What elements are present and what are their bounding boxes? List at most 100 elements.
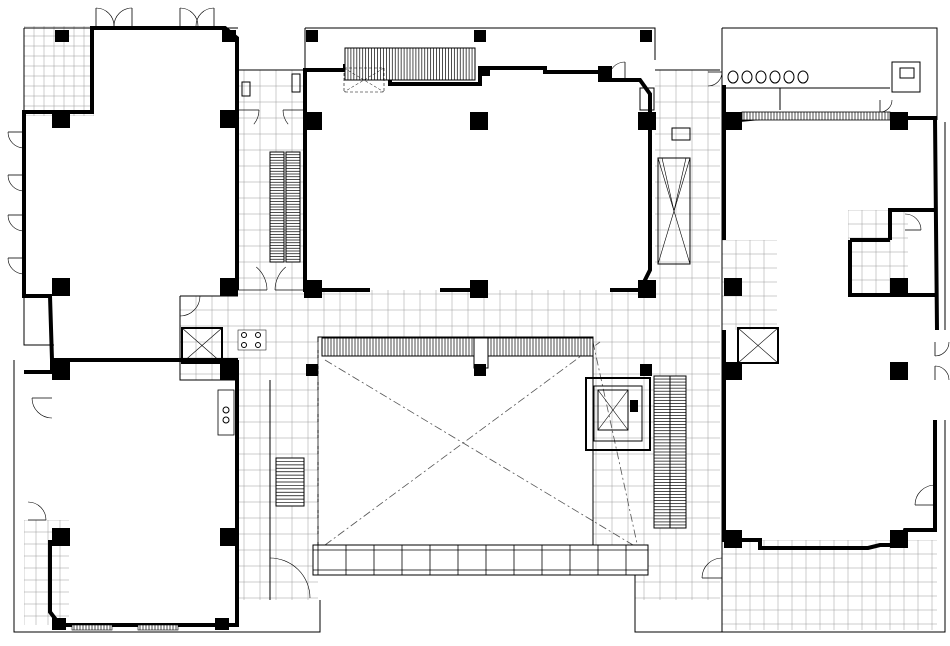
rail-band [321, 337, 475, 357]
door-swing [179, 295, 201, 317]
door-swing [113, 7, 133, 27]
door-swing [914, 484, 936, 506]
door-arc [7, 174, 25, 192]
dashed-hatch-box [343, 67, 385, 93]
structural-column [220, 278, 238, 296]
door-swing [274, 266, 305, 291]
rail-gap [473, 337, 489, 369]
door-arc [914, 484, 936, 506]
door-arc [31, 397, 53, 419]
door-arc [195, 7, 215, 27]
structural-column [306, 30, 318, 42]
structural-column [52, 110, 70, 128]
service-shaft-right [737, 327, 779, 364]
door-arc [179, 295, 201, 317]
door-swing [31, 397, 53, 419]
structural-column [52, 528, 70, 546]
door-arc [608, 61, 626, 79]
structural-column [598, 66, 612, 78]
structural-column [55, 30, 69, 42]
structural-column [215, 618, 229, 630]
right-top-band [722, 87, 891, 121]
door-swing [269, 557, 311, 599]
door-swing [237, 109, 260, 125]
stair-flights [269, 47, 687, 529]
door-swing [608, 61, 626, 79]
structural-column [480, 66, 490, 76]
door-arc [274, 266, 286, 291]
structural-column [220, 528, 238, 546]
door-arc [282, 109, 289, 125]
atrium-rail-top [321, 337, 594, 369]
stair-flight [653, 375, 671, 529]
structural-column [52, 278, 70, 296]
stair-flight [269, 151, 285, 263]
service-shaft-left [181, 327, 223, 364]
door-swing [27, 501, 47, 521]
door-arc [256, 266, 268, 291]
door-swing [95, 7, 115, 27]
structural-column [724, 278, 742, 296]
door-swings [7, 7, 950, 599]
door-arc [934, 365, 950, 381]
structural-column [724, 112, 742, 130]
door-swing [7, 174, 25, 192]
stair-flight [344, 47, 476, 81]
door-arc [879, 99, 893, 113]
toilet-fixtures [241, 61, 921, 141]
sink-fixtures [217, 329, 267, 436]
door-arc [707, 71, 723, 87]
structural-column [474, 30, 486, 42]
rail-outline [487, 337, 594, 357]
structural-column [52, 618, 66, 630]
structural-column [220, 362, 238, 380]
door-swing [934, 365, 950, 381]
structural-column [222, 30, 236, 42]
door-swing [7, 257, 25, 275]
door-swing [195, 7, 215, 27]
stair-flight [669, 375, 687, 529]
structural-columns [52, 30, 908, 630]
door-swing [934, 341, 950, 357]
structural-column [890, 362, 908, 380]
stair-flight [285, 151, 301, 263]
structural-column [474, 364, 486, 376]
door-arc [7, 214, 25, 232]
door-arc [95, 7, 115, 27]
structural-column [890, 278, 908, 296]
door-arc [27, 501, 47, 521]
door-swing [879, 99, 893, 113]
structural-column [304, 112, 322, 130]
door-swing [179, 7, 199, 27]
door-arc [179, 7, 199, 27]
door-arc [269, 557, 311, 599]
structural-column [638, 112, 656, 130]
window-bands [71, 624, 179, 631]
elevator-core [585, 377, 651, 451]
structural-column [470, 112, 488, 130]
door-swing [7, 131, 25, 149]
door-swing [701, 557, 723, 579]
door-arc [934, 341, 950, 357]
rail-band [487, 337, 594, 357]
structural-column [640, 30, 652, 42]
door-swing [7, 214, 25, 232]
door-arc [904, 213, 922, 231]
structural-column [890, 112, 908, 130]
structural-column [220, 110, 238, 128]
toilet-partition [722, 87, 781, 110]
atrium-void [317, 336, 639, 549]
door-arc [7, 131, 25, 149]
door-arc [253, 109, 260, 125]
structural-column [890, 530, 908, 548]
structural-column [640, 364, 652, 376]
escalator-void [657, 157, 691, 265]
structural-column [306, 364, 318, 376]
door-swing [707, 71, 723, 87]
structural-column [470, 280, 488, 298]
stair-flight [275, 457, 305, 507]
structural-column [724, 530, 742, 548]
door-arc [701, 557, 723, 579]
structural-column [724, 362, 742, 380]
